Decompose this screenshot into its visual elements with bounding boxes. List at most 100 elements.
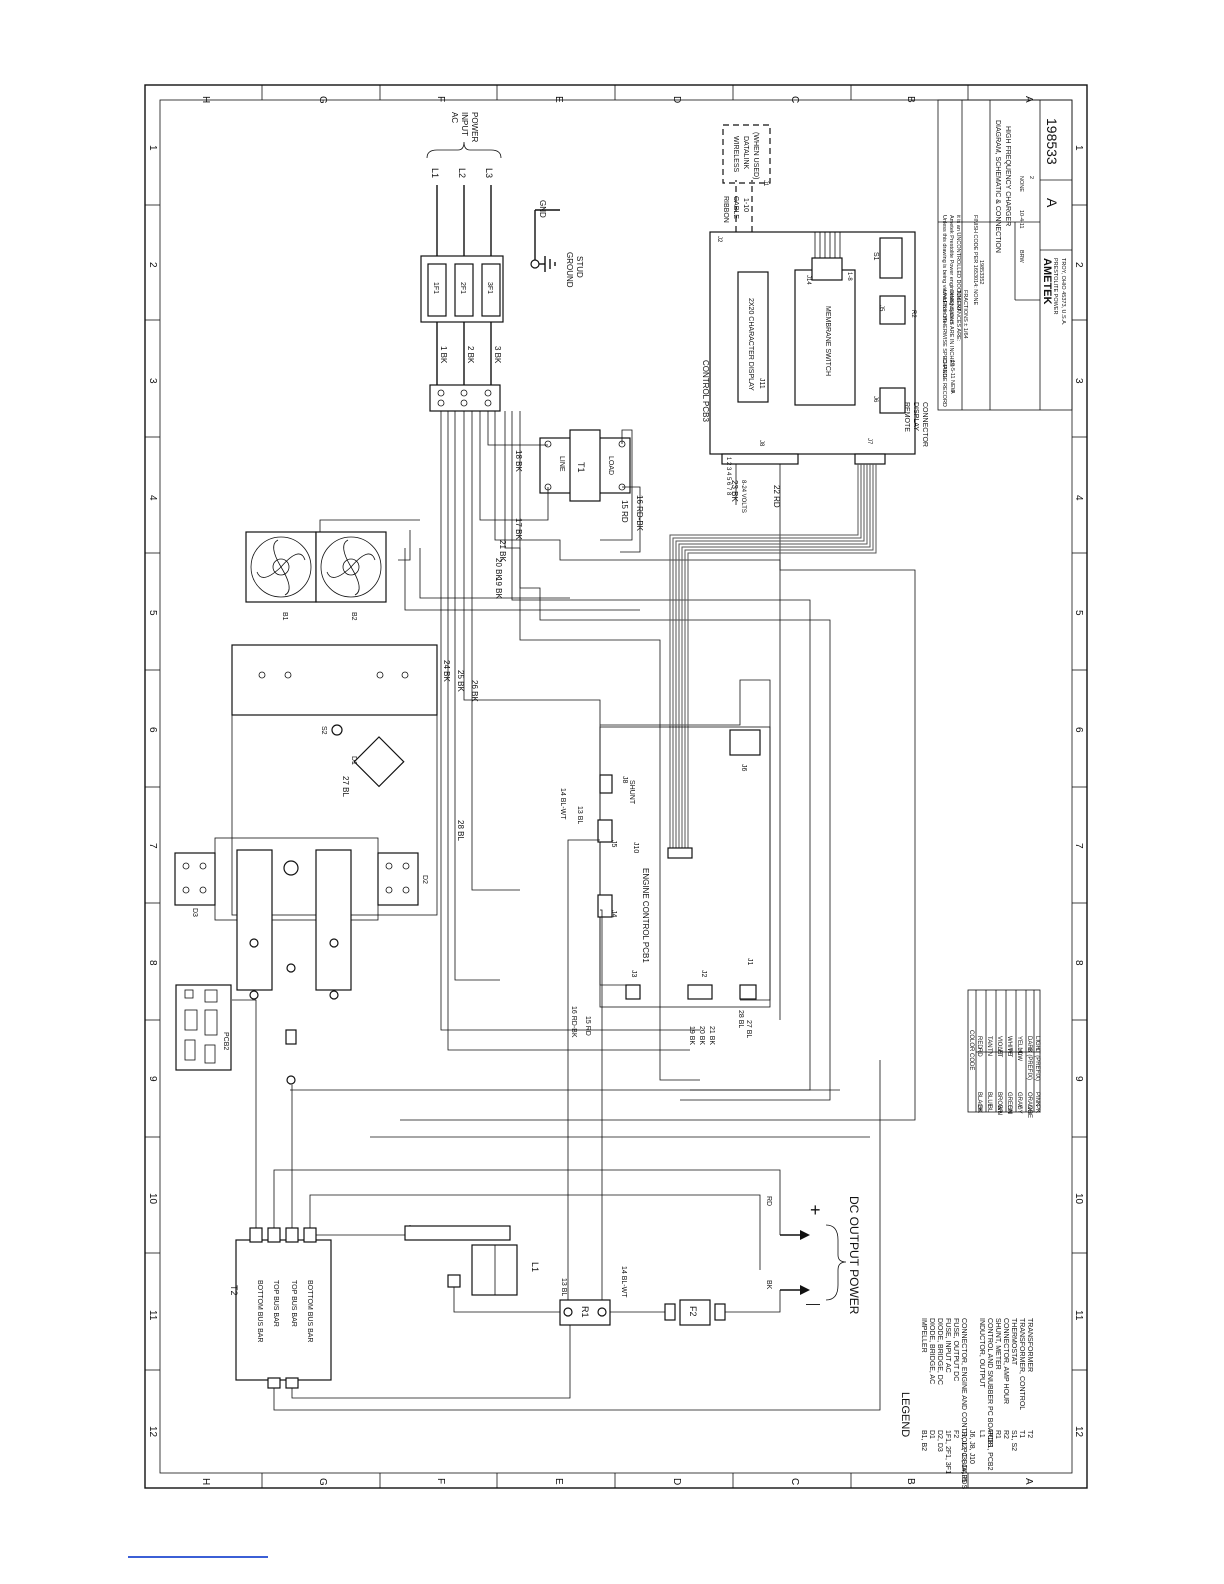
membrane-label: MEMBRANE SWITCH: [824, 306, 831, 376]
cc-name: ORANGE: [1026, 1092, 1032, 1118]
j14-label: J14: [805, 275, 811, 285]
bus-bar: TOP BUS BAR: [290, 1280, 297, 1327]
bus-bar: TOP BUS BAR: [272, 1280, 279, 1327]
legend-code: D2, D3: [936, 1430, 943, 1452]
legend-code: B1, B2: [920, 1430, 927, 1451]
j2-label: J2: [700, 970, 707, 978]
cc-abbr: WT: [1006, 1048, 1012, 1058]
wire-label: 13 BL: [560, 1278, 567, 1296]
cc-name: GRAY: [1016, 1092, 1022, 1109]
d2-label: D2: [421, 875, 428, 884]
sheet: 2: [1028, 176, 1034, 179]
fuse-label: 1F1: [432, 282, 439, 294]
ac-title-line3: POWER: [470, 112, 479, 142]
wire-label: 14 BL-WT: [620, 1266, 627, 1298]
wire-label: 22 RD: [772, 485, 781, 508]
t2-transformer: [235, 1239, 332, 1381]
zone-letter: H: [200, 1478, 211, 1485]
ribbon-label: RIBBON: [722, 196, 729, 223]
j3-label: J3: [630, 970, 637, 978]
drawing-title: DIAGRAM, SCHEMATIC & CONNECTION: [994, 120, 1001, 253]
wire-label: 13 BL: [576, 806, 583, 824]
wireless-datalink: [722, 124, 771, 184]
legend-desc: TRANSFORMER: [1026, 1318, 1033, 1372]
j8-label: J8: [621, 776, 628, 784]
line-label-l3: L3: [484, 168, 494, 178]
bus-bar: BOTTOM BUS BAR: [306, 1280, 313, 1343]
wire-label: 21 BK: [498, 540, 507, 562]
zone-number: 12: [147, 1426, 158, 1438]
zone-number: 2: [147, 262, 158, 268]
fuse-1f1: [427, 263, 447, 317]
cc-name: RED: [976, 1036, 982, 1049]
fuse-label: 3F1: [486, 282, 493, 294]
zone-letter: A: [1023, 96, 1034, 103]
wire-label: 21 BK: [708, 1026, 715, 1045]
wire-label: BK: [765, 1280, 772, 1290]
diode-bridge-d3: [174, 852, 216, 906]
footer-link-underline[interactable]: [128, 1556, 268, 1558]
cc-abbr: GN: [1006, 1105, 1012, 1114]
j7-label: J7: [866, 438, 872, 445]
rev-col: A: [949, 390, 955, 394]
cc-abbr: BK: [976, 1105, 982, 1113]
zone-number: 6: [147, 727, 158, 733]
legend-code: T1: [1018, 1430, 1025, 1438]
wire-label: 3 BK: [493, 346, 502, 364]
j4-label: J4: [610, 910, 617, 918]
change-record: CHANGE RECORD: [941, 358, 947, 407]
remote-label: REMOTE: [903, 402, 910, 432]
wire-label: 1 BK: [439, 346, 448, 364]
zone-letter: C: [789, 1478, 800, 1485]
color-code-title: COLOR CODE: [968, 1030, 974, 1070]
wire-label: 17 BK: [514, 518, 523, 540]
cc-name: WHITE: [1006, 1036, 1012, 1055]
zone-letter: A: [1023, 1478, 1034, 1485]
drawing-number: 198533: [1044, 118, 1060, 165]
legend-desc: INDUCTOR, OUTPUT: [978, 1318, 985, 1388]
ac-title-line1: AC: [450, 112, 459, 123]
legend-code: D1: [928, 1430, 935, 1439]
terminal-strip: [429, 384, 501, 412]
j8-pins: 1 2 3 4 5 6 7 8: [725, 457, 731, 496]
legend-code: R2: [1002, 1430, 1009, 1439]
wire-label: 24 BK: [442, 660, 451, 682]
zone-number: 7: [147, 843, 158, 849]
wire-label: 19 BK: [494, 577, 503, 599]
legend-desc: CONTROL AND SNUBBER PC BOARDS: [986, 1318, 993, 1448]
legend-code: PCB1, PCB2: [986, 1430, 993, 1471]
legend-title: LEGEND: [899, 1392, 911, 1437]
zone-number: 1: [1073, 145, 1084, 151]
copyright-note: Ametek Prestolite Power engineering syst…: [948, 215, 954, 325]
wire-label: 20 BK: [494, 558, 503, 580]
ribbon-label: 1-10: [742, 198, 749, 212]
cc-name: GREEN: [1006, 1092, 1012, 1113]
cc-name: PINK: [1034, 1092, 1040, 1106]
zone-number: 5: [1073, 610, 1084, 616]
dc-output-title: DC OUTPUT POWER: [847, 1196, 861, 1315]
cc-name: BLUE: [986, 1092, 992, 1108]
title-block: CHANGE RECORD A NEW 10-5-11 UNLESS OTHER…: [937, 99, 1073, 411]
zone-number: 2: [1073, 262, 1084, 268]
ac-input-section: L1 L2 L3 AC INPUT POWER 1F1 2F1 3F1 1 BK…: [420, 112, 584, 412]
zone-number: 11: [1073, 1310, 1084, 1321]
zone-number: 1: [147, 145, 158, 151]
wire-label: RD: [765, 1196, 772, 1206]
legend-code: L1: [978, 1430, 985, 1438]
zone-number: 6: [1073, 727, 1084, 733]
legend-desc: FUSE, INPUT AC: [944, 1318, 951, 1373]
fuse-2f1: [454, 263, 474, 317]
zone-number: 4: [147, 495, 158, 501]
zone-letter: G: [317, 1478, 328, 1486]
legend-code: R1: [994, 1430, 1001, 1439]
rev-date: 10-5-11: [949, 360, 955, 379]
fan-label: B1: [281, 612, 288, 621]
wireless-label: (WHEN USED): [752, 132, 759, 179]
tolerance-note: DIMENSIONS ARE IN INCHES: [948, 290, 954, 367]
address: TROY, OHIO 45373, U.S.A.: [1060, 258, 1066, 326]
cc-abbr: GY: [1016, 1105, 1022, 1114]
zone-number: 8: [147, 960, 158, 966]
zone-numbers-right: 1 2 3 4 5 6 7 8 9 10 11 12: [1073, 145, 1084, 1438]
fuse-f2: [679, 1299, 711, 1326]
tolerance-note: UNLESS OTHERWISE SPECIFIED:: [941, 290, 947, 379]
